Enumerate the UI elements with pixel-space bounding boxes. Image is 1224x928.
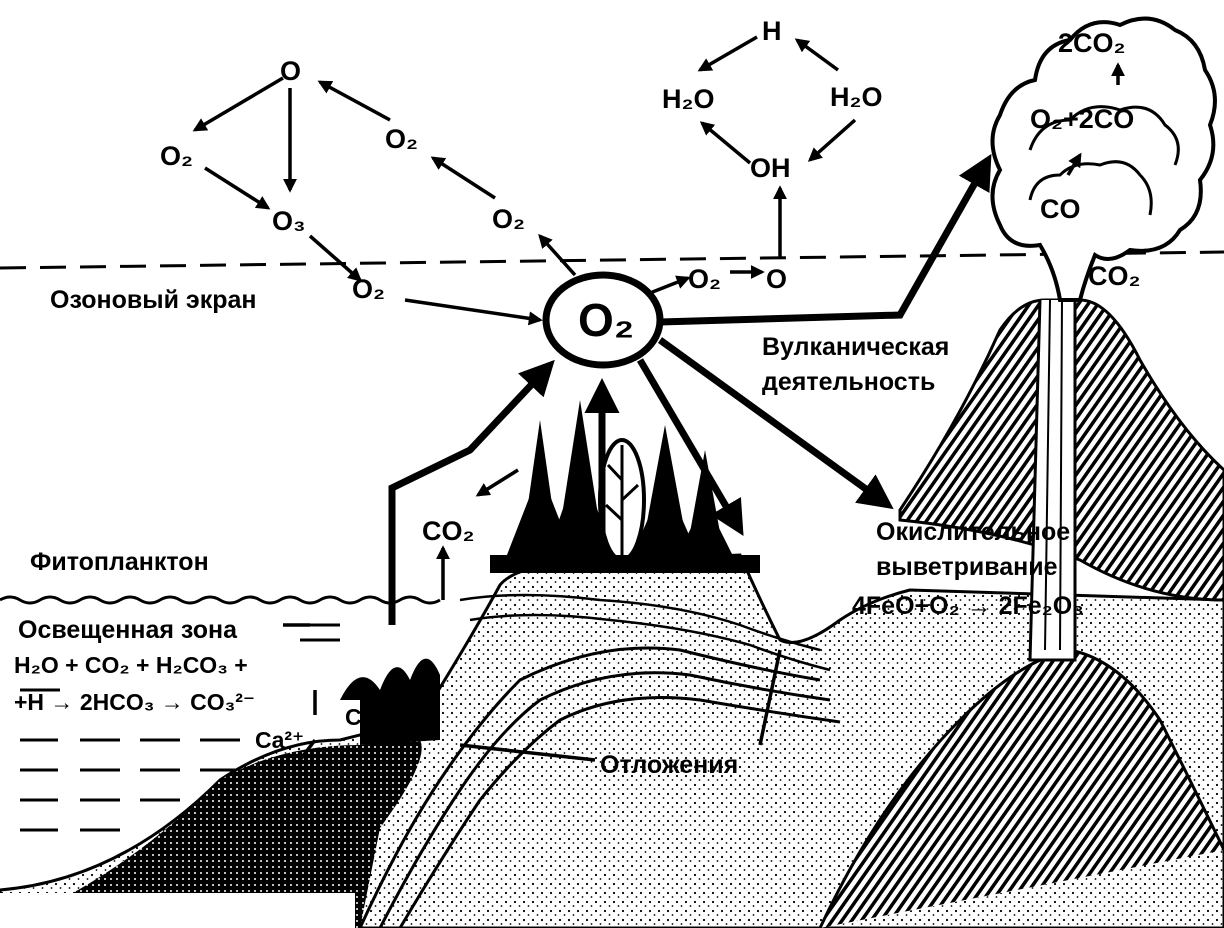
ozone-screen-label: Озоновый экран [50, 286, 257, 314]
o2-mid-label: O₂ [492, 204, 525, 234]
equation-line-1: H₂O + CO₂ + H₂CO₃ + [14, 652, 248, 678]
arrow-h2o-to-oh [807, 118, 857, 162]
arrow-h2o-to-h [794, 38, 840, 72]
o3-label: O₃ [272, 206, 306, 236]
oxidative-label-1: Окислительное [876, 518, 1070, 546]
co2-forest-label: CO₂ [422, 516, 475, 546]
arrow-o-to-o2 [192, 76, 284, 132]
oxidative-label-2: выветривание [876, 553, 1058, 581]
deposits-label: Отложения [600, 751, 738, 779]
o2-photo-label: O₂ [688, 264, 721, 294]
arrow-o3-to-o2 [308, 234, 363, 282]
volcanic-label-2: деятельность [762, 368, 935, 396]
co2-volcano-label: CO₂ [1088, 261, 1141, 291]
o-top-label: O [280, 56, 301, 86]
o2-center-label: O₂ [578, 294, 634, 346]
h-label: H [762, 16, 782, 46]
sea-water-dashes [20, 623, 340, 832]
volcano-icon [898, 298, 1224, 662]
ozone-screen-line [0, 250, 1224, 270]
blank-corner [0, 893, 355, 928]
2co2-label: 2CO₂ [1058, 28, 1126, 58]
arrow-forest-to-co2 [475, 468, 519, 497]
terrain [0, 553, 1224, 928]
deposits-leader-2 [758, 649, 782, 746]
arrow-oh-to-h2o [699, 121, 752, 165]
o-photo-label: O [766, 264, 787, 294]
phytoplankton-icon [340, 658, 440, 700]
arrow-o2-to-forest [636, 358, 744, 537]
arrow-o2-to-central [404, 298, 543, 326]
arrow-central-to-o2 [538, 233, 577, 277]
arrow-o2-to-weathering [657, 337, 894, 510]
waves-icon [0, 595, 441, 605]
volcanic-label-1: Вулканическая [762, 333, 949, 361]
eruption-cloud-icon [990, 16, 1217, 302]
feo-equation: 4FeO+O₂ → 2Fe₂O₃ [852, 592, 1084, 620]
co-label: CO [1040, 194, 1081, 224]
arrow-central-to-o2-photo [649, 275, 691, 295]
arrow-o2-to-o2 [430, 156, 496, 200]
forest-icon [490, 400, 760, 573]
arrow-co-to-o2co [1066, 152, 1082, 176]
caco3-label: CaCO₃ [345, 704, 420, 730]
o2-right-top-label: O₂ [385, 124, 418, 154]
phytoplankton-label: Фитопланктон [30, 548, 209, 576]
oh-label: OH [750, 153, 791, 183]
ca-bracket [298, 690, 317, 762]
equation-line-2: +H → 2HCO₃ → CO₃²⁻ [14, 689, 255, 715]
lit-zone-label: Освещенная зона [18, 616, 238, 644]
deposits-leader-1 [459, 743, 596, 762]
h2o-left-label: H₂O [662, 84, 715, 114]
ca-label: Ca²⁺ [255, 727, 304, 753]
arrow-phytoplankton-to-o2 [388, 359, 555, 625]
o2-below-o3-label: O₂ [352, 274, 385, 304]
arrow-o2-to-o [317, 80, 391, 122]
h2o-right-label: H₂O [830, 82, 883, 112]
o2-2co-label: O₂+2CO [1030, 104, 1134, 134]
o2-left-label: O₂ [160, 141, 193, 171]
arrow-h-to-h2o [697, 35, 758, 72]
arrow-o2-to-volcano [659, 153, 992, 326]
arrow-o2-to-o3 [204, 166, 271, 210]
